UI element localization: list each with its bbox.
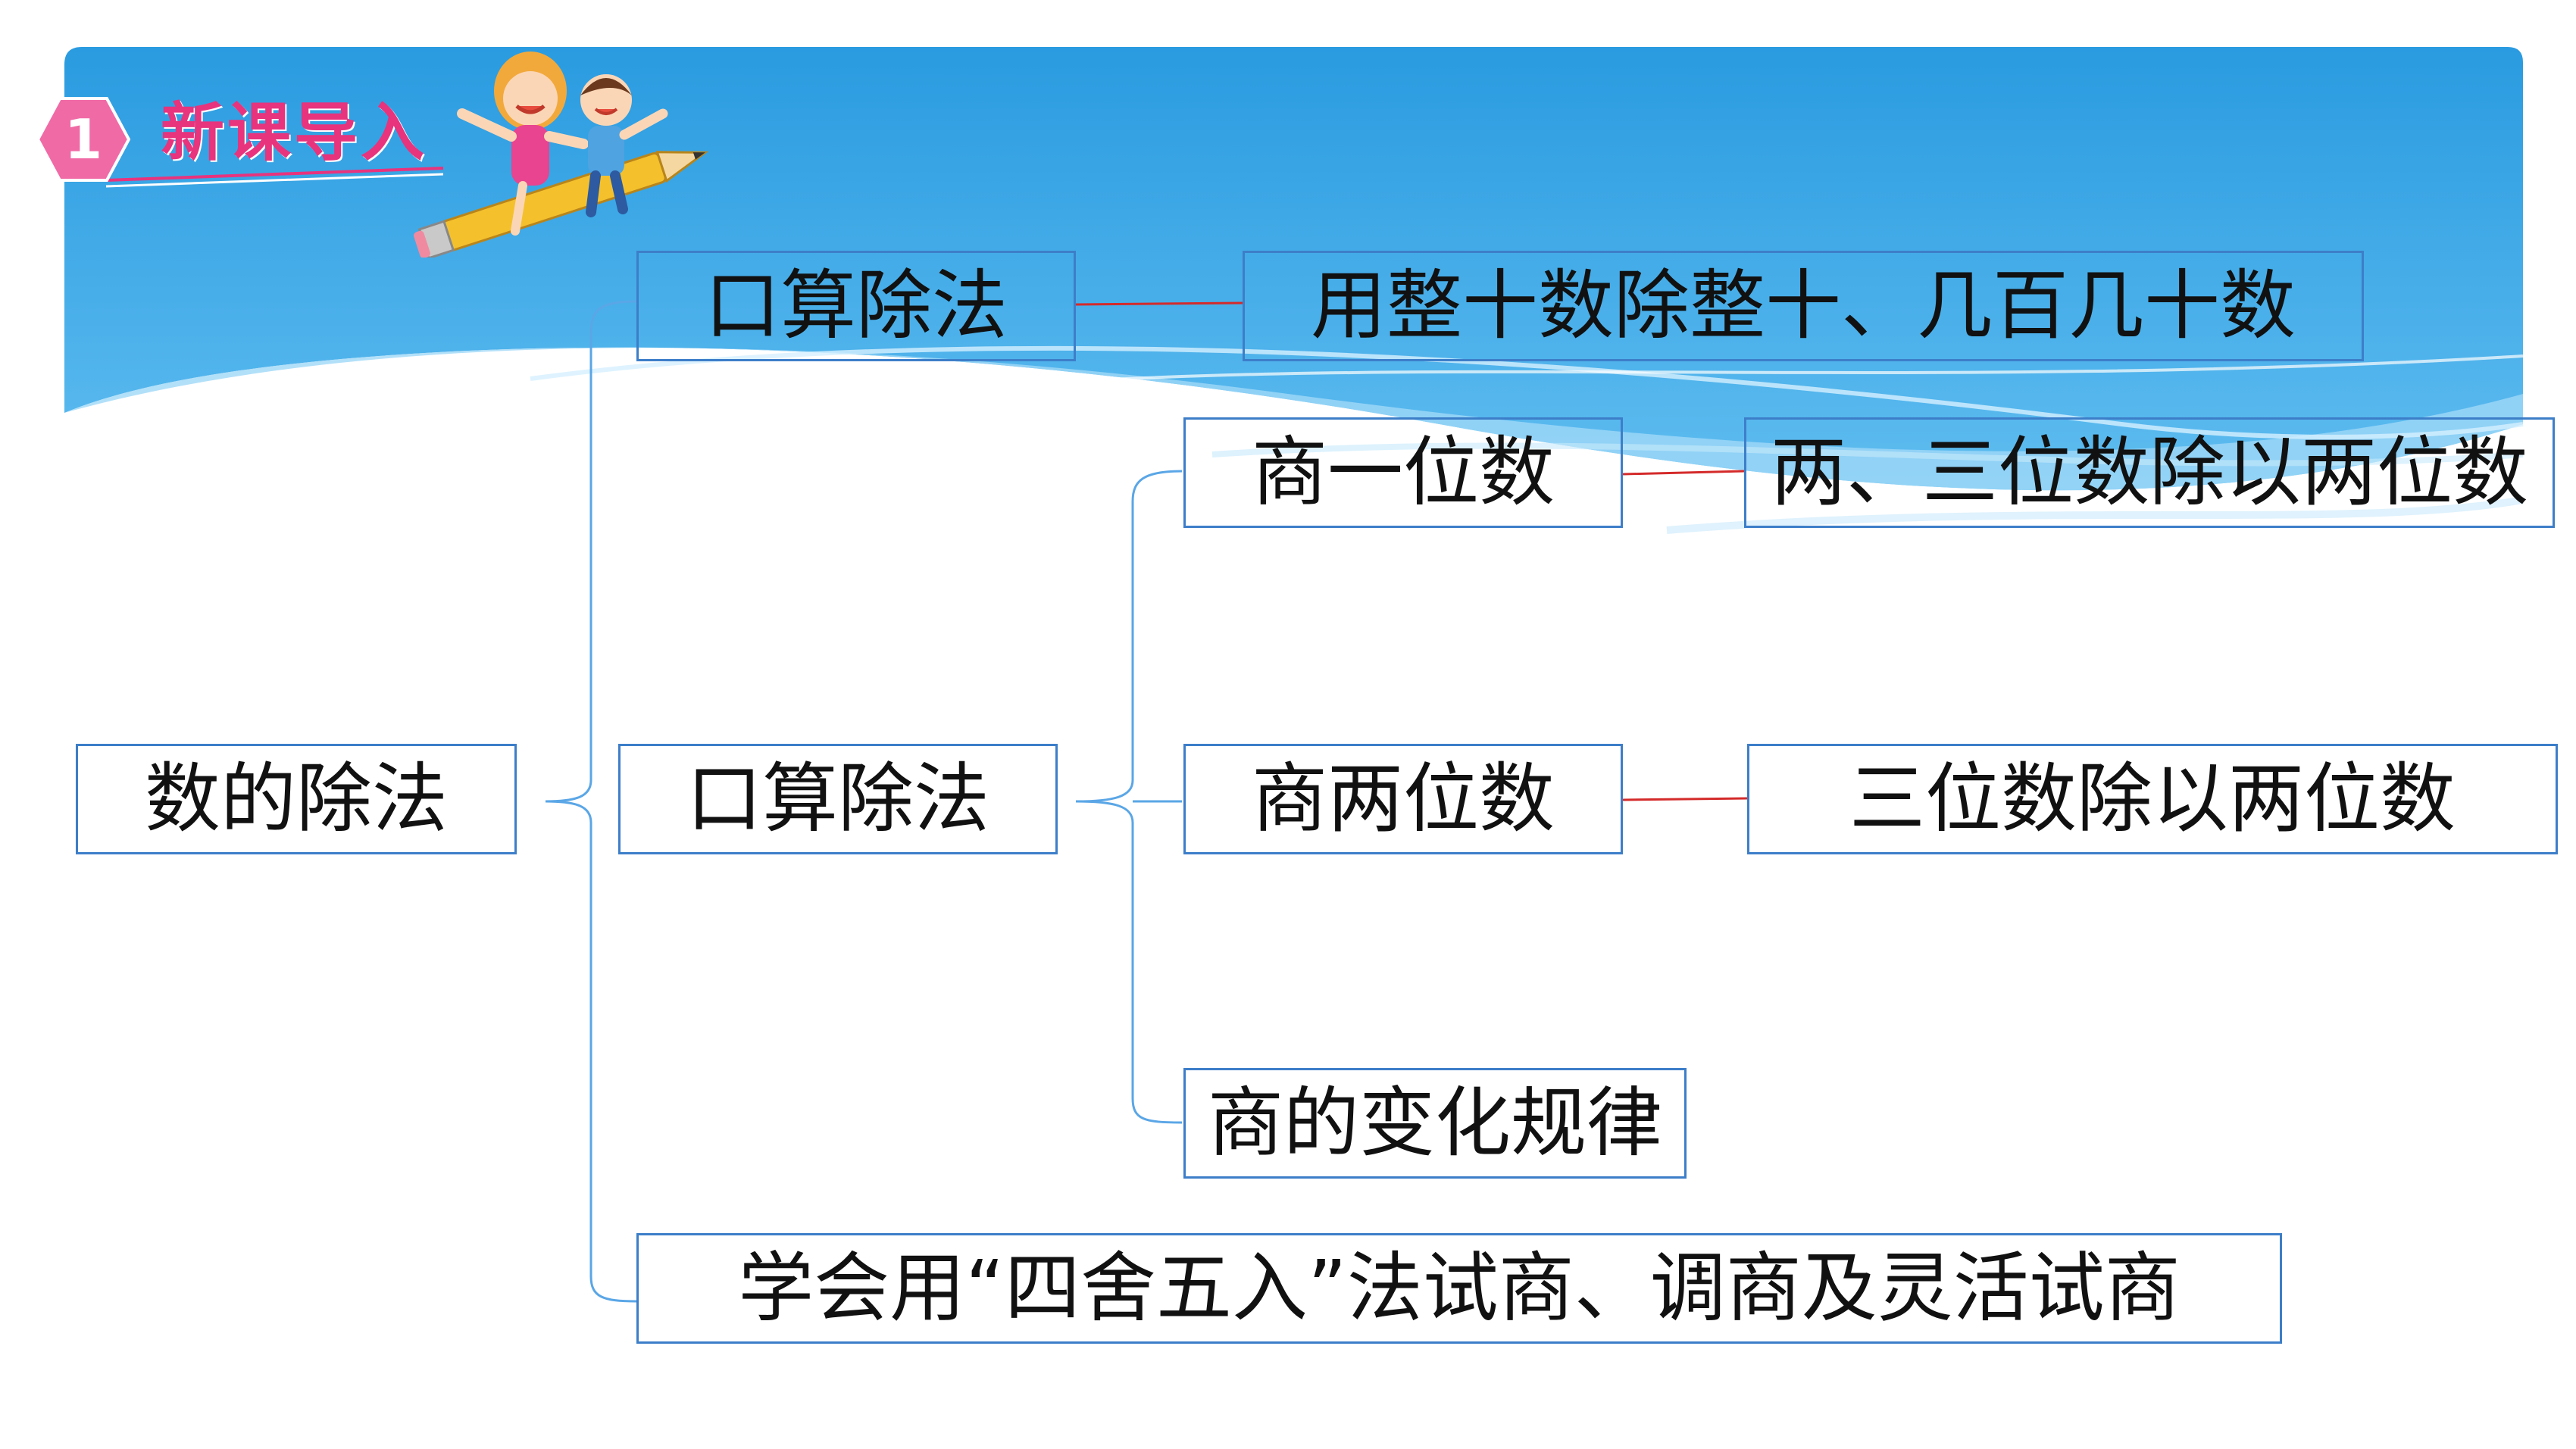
one-digit-quotient-node: 商一位数 [1183,417,1623,528]
one-digit-connector [1622,470,1745,476]
written-bracket [1075,470,1183,1124]
two-digit-quotient-detail-node: 三位数除以两位数 [1747,744,2558,854]
oral-division-node: 口算除法 [636,251,1076,361]
two-digit-quotient-node: 商两位数 [1183,744,1623,854]
badge-number: 1 [64,108,103,171]
written-division-node: 口算除法 [618,744,1058,854]
badge-hexagon-icon [36,97,130,182]
kids-on-pencil-illustration [414,52,709,258]
trial-quotient-node: 学会用“四舍五入”法试商、调商及灵活试商 [636,1233,2282,1344]
section-title: 新课导入 [161,95,428,170]
root-node: 数的除法 [76,744,517,854]
oral-division-detail-node: 用整十数除整十、几百几十数 [1243,251,2364,361]
root-bracket [545,300,637,1303]
quotient-rule-node: 商的变化规律 [1183,1068,1687,1179]
one-digit-quotient-detail-node: 两、三位数除以两位数 [1744,417,2555,528]
oral-detail-connector [1075,301,1243,306]
two-digit-connector [1622,797,1748,801]
